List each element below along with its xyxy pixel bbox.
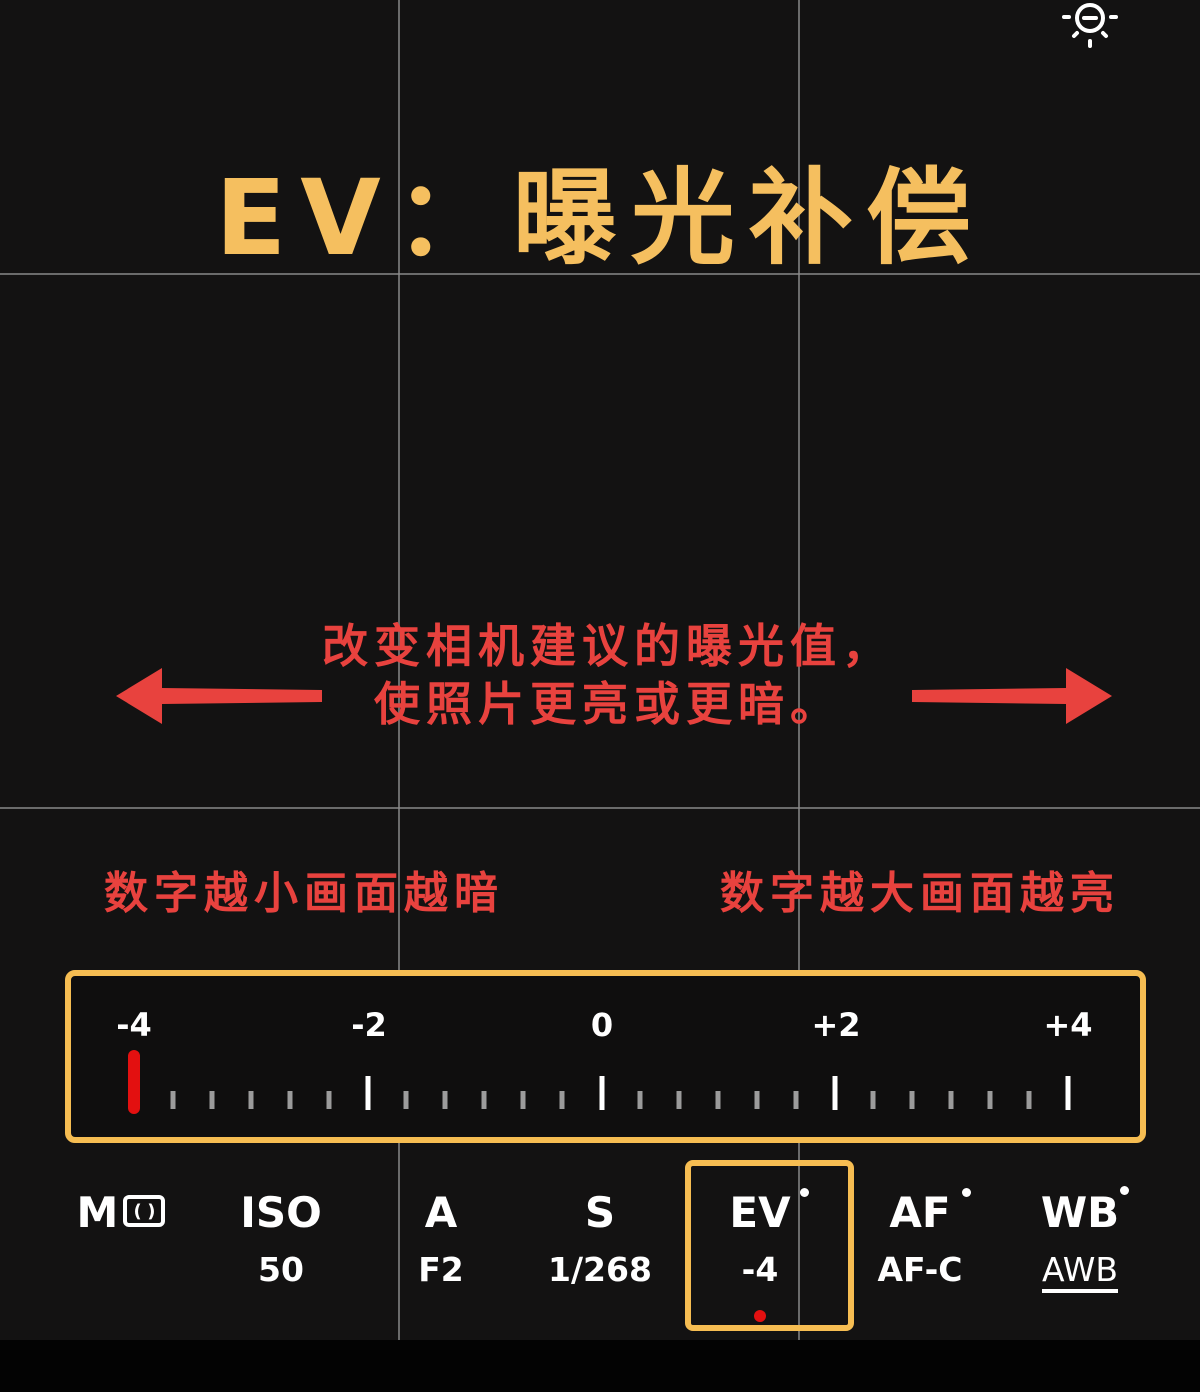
control-value: -4	[741, 1250, 779, 1289]
control-label-text: WB	[1040, 1188, 1120, 1237]
control-value: F2	[418, 1250, 464, 1289]
grid-line-horizontal-2	[0, 807, 1200, 809]
tick-minor	[676, 1091, 682, 1109]
description-line-2: 使照片更亮或更暗。	[374, 677, 842, 731]
control-value: AF-C	[877, 1250, 963, 1289]
control-label: M	[76, 1188, 119, 1237]
tick-minor	[442, 1091, 448, 1109]
page-title: EV：曝光补偿	[215, 157, 985, 279]
control-exposure-compensation[interactable]: EV -4	[680, 1180, 840, 1294]
tick-minor	[287, 1091, 293, 1109]
control-label-text: EV	[729, 1188, 791, 1237]
ev-active-indicator-dot	[754, 1310, 766, 1322]
control-label: EV	[729, 1180, 809, 1246]
tick-minor	[403, 1091, 409, 1109]
control-label: WB	[1040, 1180, 1130, 1246]
description-line-1: 改变相机建议的曝光值，	[322, 619, 894, 673]
arrow-left-icon	[116, 668, 326, 728]
camera-viewfinder[interactable]: EV：曝光补偿 改变相机建议的曝光值， 使照片更亮或更暗。 数字越小画面越暗 数…	[0, 0, 1200, 1340]
hint-larger-brighter: 数字越大画面越亮	[720, 868, 1120, 919]
tick-minor	[793, 1091, 799, 1109]
control-value: 1/268	[548, 1250, 652, 1289]
control-white-balance[interactable]: WB AWB	[1000, 1180, 1160, 1294]
tick-minor	[754, 1091, 760, 1109]
tick-minor	[559, 1091, 565, 1109]
control-value: 50	[258, 1250, 304, 1289]
pro-mode-controls: M () ISO 50 A F2 S 1/268 EV -4 AF AF-C W…	[0, 1180, 1200, 1330]
tick-major	[832, 1076, 838, 1110]
tick-minor	[948, 1091, 954, 1109]
control-label: S	[584, 1188, 616, 1237]
ev-scale-slider[interactable]: -4 -2 0 +2 +4	[65, 970, 1146, 1143]
bottom-bar	[0, 1340, 1200, 1392]
adjusted-dot-icon	[799, 1188, 809, 1197]
control-value: AWB	[1000, 1246, 1160, 1294]
control-label: AF	[889, 1180, 971, 1246]
tick-minor	[248, 1091, 254, 1109]
ev-selected-highlight	[685, 1160, 854, 1331]
grid-line-vertical-2	[798, 0, 800, 1340]
control-label-text: AF	[889, 1188, 951, 1237]
control-shutter-speed[interactable]: S 1/268	[520, 1180, 680, 1294]
tick-minor	[870, 1091, 876, 1109]
control-iso[interactable]: ISO 50	[201, 1180, 361, 1294]
tick-major	[599, 1076, 605, 1110]
tick-major	[365, 1076, 371, 1110]
scale-label-zero: 0	[590, 1006, 614, 1044]
metering-mode-icon: ()	[123, 1195, 166, 1227]
control-autofocus[interactable]: AF AF-C	[840, 1180, 1000, 1294]
tick-minor	[481, 1091, 487, 1109]
sun-minus-icon[interactable]	[1050, 0, 1130, 52]
tick-minor	[909, 1091, 915, 1109]
ev-current-indicator[interactable]	[128, 1050, 140, 1114]
awb-value: AWB	[1041, 1251, 1119, 1293]
tick-minor	[209, 1091, 215, 1109]
tick-minor	[1026, 1091, 1032, 1109]
grid-line-horizontal-1	[0, 273, 1200, 275]
control-aperture[interactable]: A F2	[361, 1180, 521, 1294]
tick-minor	[637, 1091, 643, 1109]
scale-label-minus2: -2	[351, 1006, 387, 1044]
tick-minor	[520, 1091, 526, 1109]
arrow-right-icon	[910, 668, 1112, 728]
grid-line-vertical-1	[398, 0, 400, 1340]
adjusted-dot-icon	[1120, 1186, 1130, 1195]
control-label: A	[424, 1188, 458, 1237]
control-label: ISO	[240, 1188, 322, 1237]
control-metering-mode[interactable]: M ()	[41, 1180, 201, 1246]
tick-minor	[987, 1091, 993, 1109]
tick-minor	[326, 1091, 332, 1109]
tick-major	[1065, 1076, 1071, 1110]
tick-minor	[715, 1091, 721, 1109]
tick-minor	[170, 1091, 176, 1109]
scale-label-minus4: -4	[116, 1006, 152, 1044]
adjusted-dot-icon	[961, 1188, 971, 1197]
scale-label-plus4: +4	[1043, 1006, 1093, 1044]
scale-label-plus2: +2	[811, 1006, 861, 1044]
hint-smaller-darker: 数字越小画面越暗	[104, 868, 504, 919]
